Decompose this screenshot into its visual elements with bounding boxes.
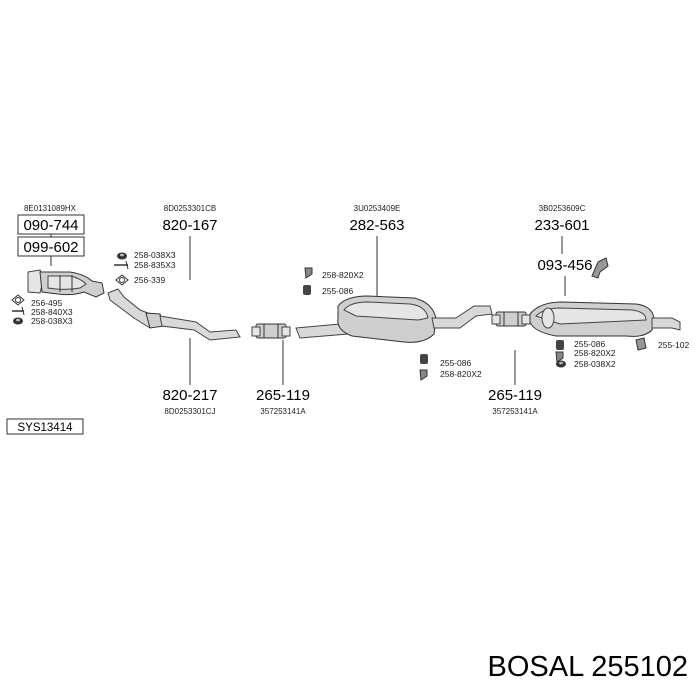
catalytic-converter-drawing: [27, 269, 105, 298]
front-pipe-oem: 8D0253301CB: [164, 204, 216, 213]
bolt-icon: [114, 260, 129, 270]
center-silencer-small-top-2: 255-086: [322, 286, 353, 296]
rubber-mount-icon: [303, 285, 311, 295]
cat-small-2: 258-840X3: [31, 307, 73, 317]
rear-silencer-part-2: 093-456: [537, 257, 592, 274]
nut-icon: [13, 317, 23, 325]
end-hanger-icon: [635, 337, 647, 351]
hanger-icon: [591, 257, 609, 279]
rear-silencer-part: 233-601: [534, 217, 589, 234]
rear-silencer-end: 255-102: [658, 340, 689, 350]
front-pipe-small-3: 256-339: [134, 275, 165, 285]
nut-icon: [117, 252, 127, 260]
hanger-icon: [555, 351, 564, 363]
clamp-1-drawing: [251, 323, 291, 339]
front-pipe-drawing: [107, 288, 241, 341]
clamp-2-part: 265-119: [488, 387, 542, 404]
brand-line: BOSAL 255102: [488, 651, 688, 683]
cat-oem: 8E0131089HX: [24, 204, 77, 213]
rear-silencer-small-1: 255-086: [574, 339, 605, 349]
rear-silencer-oem: 3B0253609C: [539, 204, 586, 213]
cat-box-2: 099-602: [23, 239, 78, 256]
rubber-mount-icon: [556, 340, 564, 350]
center-silencer-drawing: [295, 295, 493, 343]
cat-small-1: 256-495: [31, 298, 62, 308]
center-silencer-oem: 3U0253409E: [354, 204, 401, 213]
nut-icon: [556, 360, 566, 368]
front-pipe-small-1: 258-038X3: [134, 250, 176, 260]
center-silencer-small-bottom-2: 258-820X2: [440, 369, 482, 379]
system-code: SYS13414: [18, 422, 74, 434]
center-silencer-part: 282-563: [349, 217, 404, 234]
rear-silencer-drawing: [529, 301, 681, 337]
clamp-1-part: 265-119: [256, 387, 310, 404]
center-silencer-small-bottom-1: 255-086: [440, 358, 471, 368]
clamp-2-drawing: [491, 311, 531, 327]
system-code-frame: [6, 418, 84, 435]
clamp-1-oem: 357253141A: [260, 407, 306, 416]
rear-silencer-small-2: 258-820X2: [574, 348, 616, 358]
gasket-icon: [115, 274, 129, 286]
front-pipe-part: 820-167: [162, 217, 217, 234]
cat-box-1: 090-744: [23, 217, 78, 234]
rear-silencer-small-3: 258-038X2: [574, 359, 616, 369]
rubber-mount-icon: [420, 354, 428, 364]
middle-pipe-part: 820-217: [162, 387, 217, 404]
bolt-icon: [12, 306, 25, 316]
front-pipe-small-2: 258-835X3: [134, 260, 176, 270]
middle-pipe-oem: 8D0253301CJ: [164, 407, 215, 416]
center-silencer-small-top-1: 258-820X2: [322, 270, 364, 280]
cat-small-3: 258-038X3: [31, 316, 73, 326]
hanger-icon: [419, 369, 428, 381]
gasket-icon: [11, 294, 25, 306]
clamp-2-oem: 357253141A: [492, 407, 538, 416]
hanger-icon: [304, 267, 313, 279]
